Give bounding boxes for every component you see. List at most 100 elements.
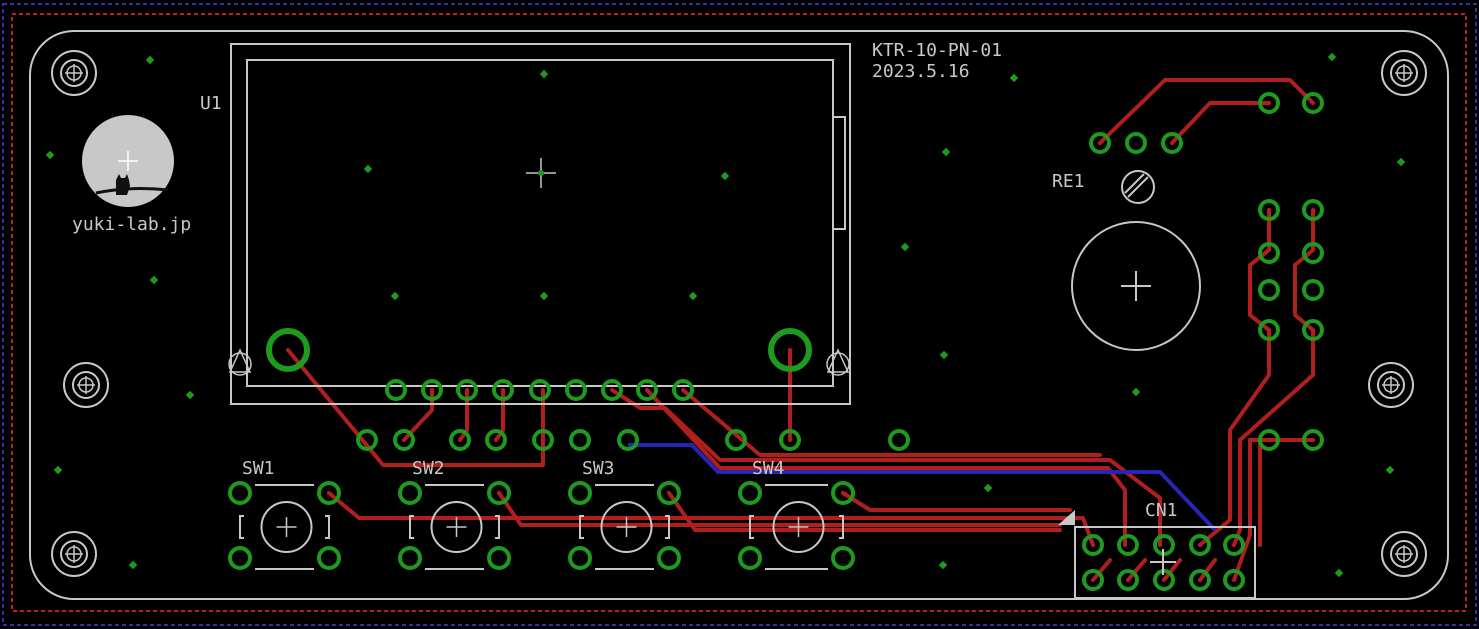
pad [738,481,762,505]
pad [831,481,855,505]
pad [1302,92,1324,114]
pad [657,546,681,570]
pad [1223,534,1245,556]
via [900,242,910,252]
logo [82,115,174,207]
via [128,560,138,570]
pad [888,429,910,451]
logo-text: yuki-lab.jp [72,214,191,235]
pad [492,379,514,401]
tactile-switch [228,481,341,570]
pad [1302,199,1324,221]
lcd-side-markers [228,348,850,376]
pad [1302,429,1324,451]
pad [228,546,252,570]
pad [1258,92,1280,114]
pad [1302,279,1324,301]
pad [1089,132,1111,154]
pad [529,379,551,401]
via [390,291,400,301]
pad [672,379,694,401]
mounting-hole [51,50,97,96]
tactile-switch [568,481,681,570]
board-date-label: 2023.5.16 [872,61,970,82]
pad [317,546,341,570]
pad [1117,534,1139,556]
rotary-encoder-re1 [1071,170,1201,351]
pad [317,481,341,505]
via [941,147,951,157]
mounting-hole [1381,50,1427,96]
pad [228,481,252,505]
via [1396,157,1406,167]
refdes-sw1: SW1 [242,458,275,479]
pad [1082,534,1104,556]
pad [1258,319,1280,341]
pad [1082,569,1104,591]
pad [1125,132,1147,154]
via [720,171,730,181]
connector-cn1 [1074,526,1256,599]
pad [487,481,511,505]
pad [1189,534,1211,556]
bottom-copper-trace [628,443,1217,532]
pad [1258,429,1280,451]
pad [725,429,747,451]
pad [1189,569,1211,591]
refdes-u1: U1 [200,93,222,114]
refdes-sw3: SW3 [582,458,615,479]
pad [636,379,658,401]
through-hole-pads [266,92,1324,591]
pad [393,429,415,451]
cn1-pin1-marker [1058,510,1075,525]
pad [569,429,591,451]
via [363,164,373,174]
refdes-sw4: SW4 [752,458,785,479]
pad [779,429,801,451]
via [1131,387,1141,397]
tactile-switch [398,481,511,570]
pad [601,379,623,401]
mounting-hole [51,531,97,577]
board-edge [29,30,1449,600]
via [45,150,55,160]
pad [449,429,471,451]
via [938,560,948,570]
pad [1117,569,1139,591]
pad [356,429,378,451]
pad [617,429,639,451]
via [185,390,195,400]
mounting-hole [1381,531,1427,577]
switch-footprints [228,481,855,570]
lcd-center-dot [538,170,544,176]
via [983,483,993,493]
mounting-hole [1368,362,1414,408]
mounting-hole [63,362,109,408]
pad [565,379,587,401]
outline-top-layer [11,13,1467,612]
via [53,465,63,475]
pad [738,546,762,570]
via [1385,465,1395,475]
pad [266,328,310,372]
pad [1223,569,1245,591]
via [1327,52,1337,62]
pad [1302,242,1324,264]
pad [398,481,422,505]
pad [487,546,511,570]
tactile-switch [738,481,855,570]
refdes-sw2: SW2 [412,458,445,479]
refdes-re1: RE1 [1052,171,1085,192]
pad [421,379,443,401]
pad [568,546,592,570]
via [688,291,698,301]
refdes-cn1: CN1 [1145,500,1178,521]
mounting-holes [51,50,1427,577]
board-id-label: KTR-10-PN-01 [872,40,1002,61]
via [1334,568,1344,578]
pad [1258,242,1280,264]
pad [398,546,422,570]
pad [568,481,592,505]
via [539,291,549,301]
